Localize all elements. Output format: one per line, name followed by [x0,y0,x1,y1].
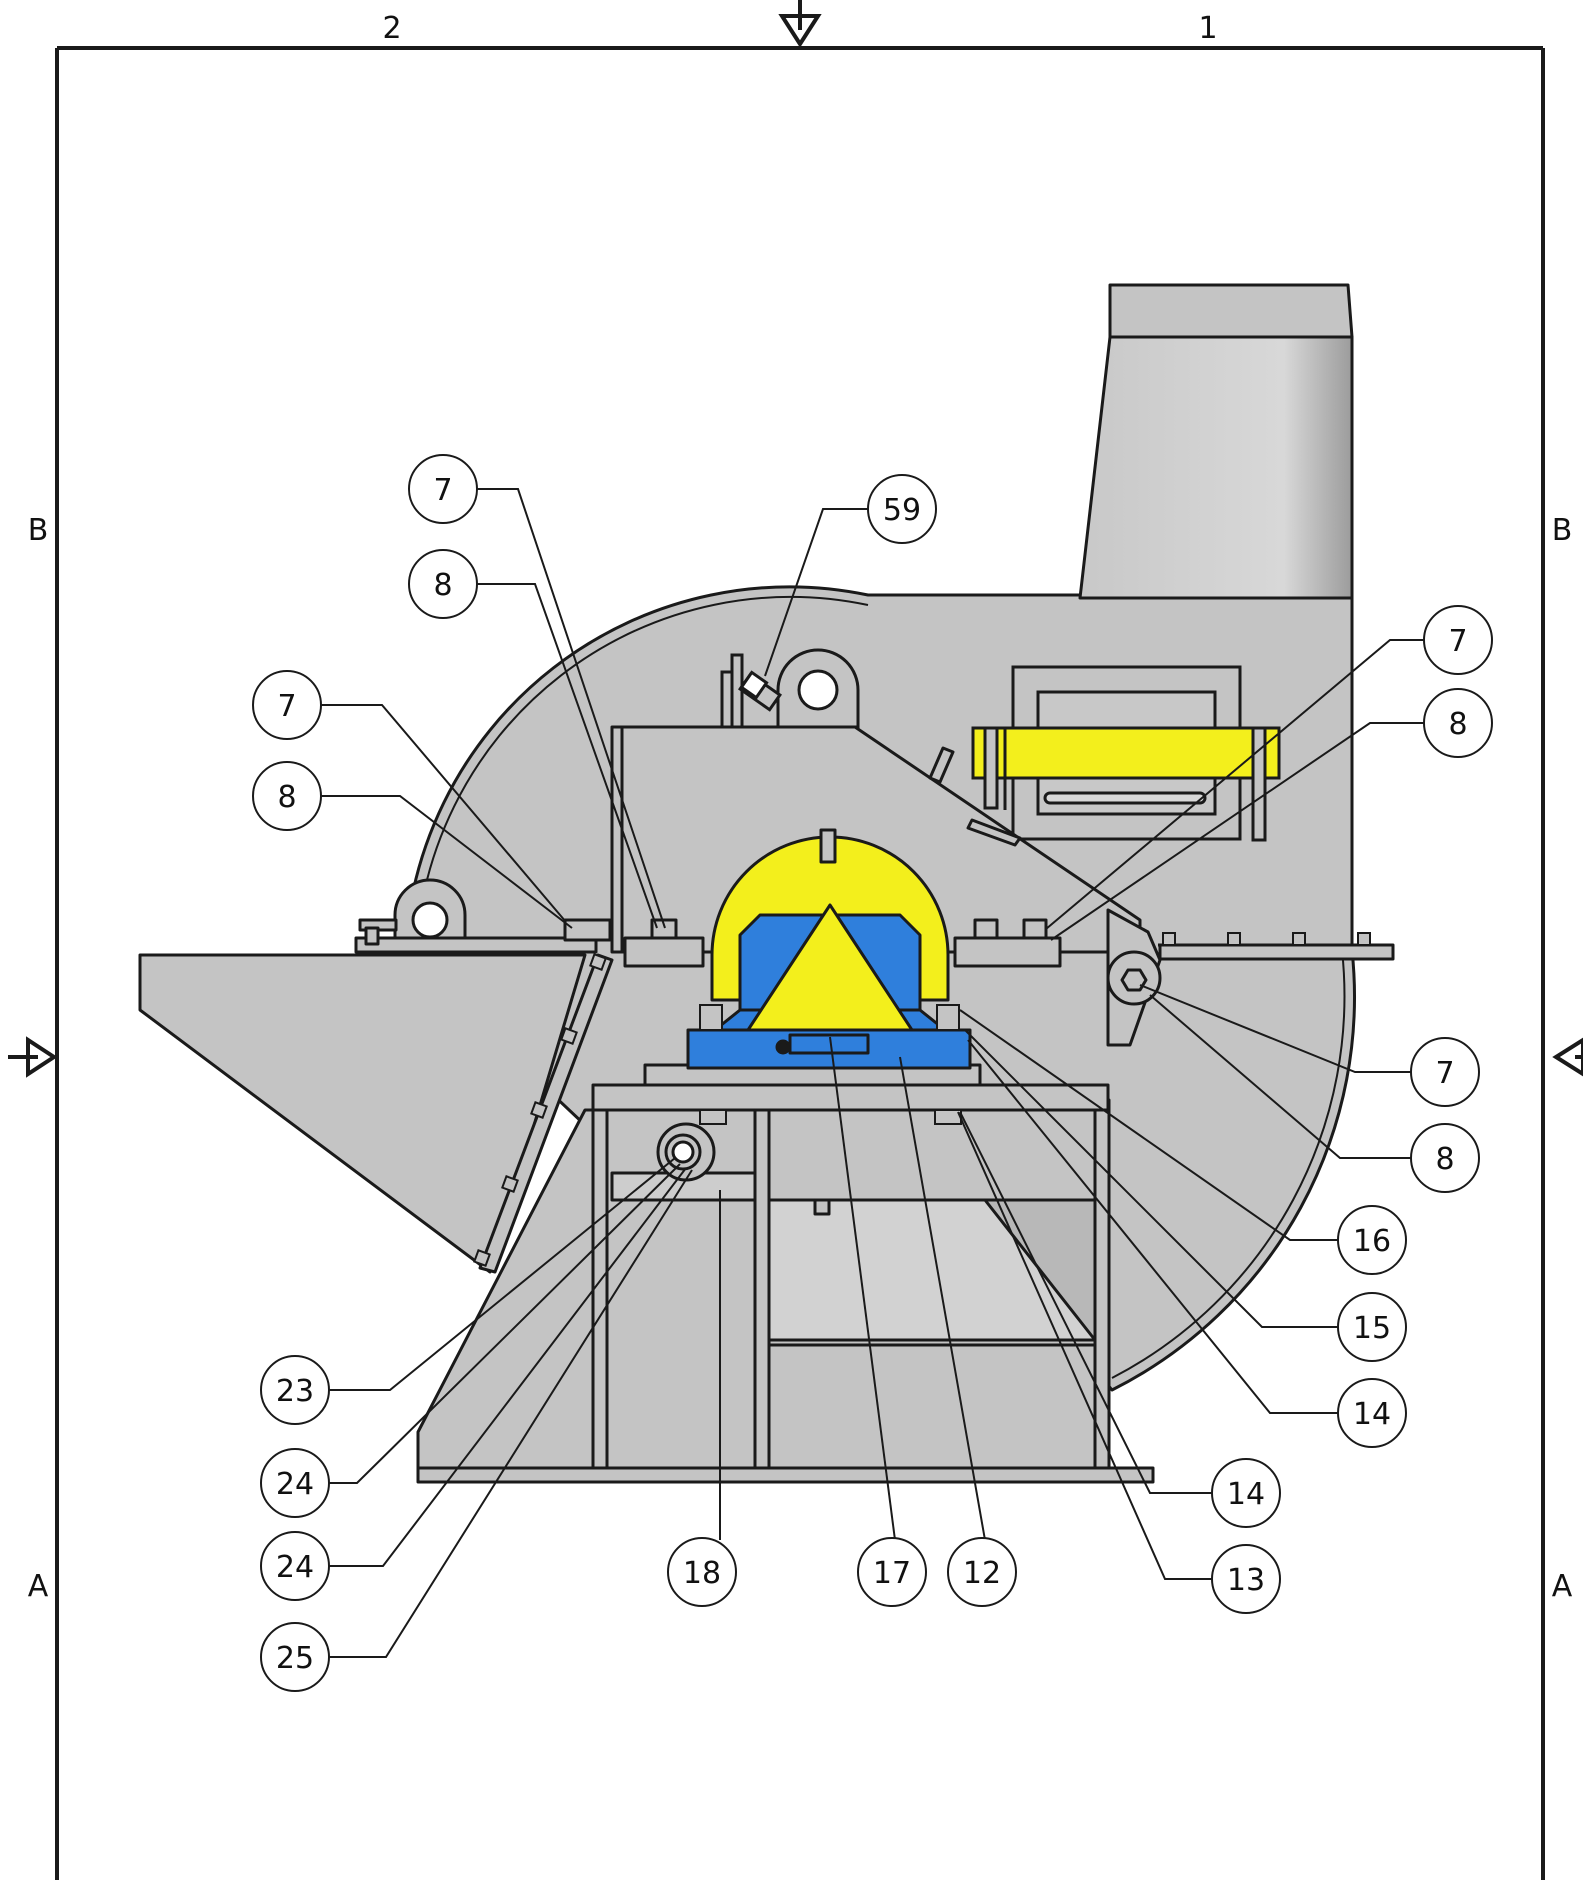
balloon-circle [1211,1544,1281,1614]
balloon-circle [667,1537,737,1607]
balloon-circle [408,454,478,524]
balloon-8: 8 [408,549,478,619]
balloon-circle [252,670,322,740]
callout-balloons: 7 8 59 7 8 7 8 7 8 16 15 14 14 13 23 24 24 25 18 17 12 [252,454,1493,1692]
leader-lines [321,488,1426,1658]
balloon-24: 24 [260,1531,330,1601]
shaft-cover [746,903,914,1032]
balloon-circle [1423,605,1493,675]
zone-label-top-1: 1 [1198,11,1217,46]
chimney [1078,335,1354,600]
hatch-clamp-bar [971,726,1281,780]
balloon-label: 8 [1448,707,1467,742]
balloon-circle [252,761,322,831]
balloon-13: 13 [1211,1544,1281,1614]
balloon-label: 8 [277,780,296,815]
zone-label-left-b: B [28,513,49,548]
balloon-label: 23 [276,1374,314,1409]
balloon-16: 16 [1337,1205,1407,1275]
balloon-7: 7 [408,454,478,524]
balloon-circle [260,1448,330,1518]
balloon-label: 24 [276,1467,314,1502]
balloon-14: 14 [1211,1458,1281,1528]
balloon-7: 7 [252,670,322,740]
balloon-circle [1410,1037,1480,1107]
balloon-label: 18 [683,1556,721,1591]
balloon-label: 16 [1353,1224,1391,1259]
housing-bolts [699,1004,962,1125]
zone-label-left-a: A [28,1569,49,1604]
inspection-hatch [971,665,1281,842]
bearing-assembly [686,828,972,1070]
balloon-14: 14 [1337,1378,1407,1448]
balloon-label: 7 [433,473,452,508]
balloon-circle [1423,688,1493,758]
balloon-label: 14 [1353,1397,1391,1432]
base-frame [416,1063,1155,1484]
lifting-eye [720,648,860,729]
balloon-label: 59 [883,493,921,528]
balloon-circle [1337,1378,1407,1448]
balloon-circle [1211,1458,1281,1528]
balloon-label: 24 [276,1550,314,1585]
sheet-border [55,46,1545,1880]
balloon-15: 15 [1337,1292,1407,1362]
grease-fitting [739,670,769,700]
balloon-8: 8 [252,761,322,831]
balloon-8: 8 [1423,688,1493,758]
balloon-59: 59 [867,474,937,544]
balloon-18: 18 [667,1537,737,1607]
zone-label-right-b: B [1552,513,1573,548]
shaft-pulley [656,1122,716,1182]
zone-label-right-a: A [1552,1569,1573,1604]
balloon-7: 7 [1410,1037,1480,1107]
balloon-circle [260,1622,330,1692]
balloon-24: 24 [260,1448,330,1518]
balloon-23: 23 [260,1355,330,1425]
chimney-top [1108,283,1354,339]
balloon-label: 7 [277,689,296,724]
balloon-circle [260,1531,330,1601]
balloon-circle [867,474,937,544]
balloon-circle [1337,1205,1407,1275]
balloon-circle [857,1537,927,1607]
balloon-label: 13 [1227,1563,1265,1598]
balloon-circle [1410,1123,1480,1193]
balloon-7: 7 [1423,605,1493,675]
balloon-label: 7 [1435,1056,1454,1091]
balloon-circle [947,1537,1017,1607]
balloon-label: 8 [1435,1142,1454,1177]
flange-bolts [473,932,1371,1267]
zone-labels: 2 1 B A B A [28,11,1573,1604]
section-arrow-icon [8,0,1583,1078]
balloon-17: 17 [857,1537,927,1607]
balloon-circle [260,1355,330,1425]
inlet-hopper [138,878,1062,1274]
balloon-label: 15 [1353,1311,1391,1346]
balloon-label: 7 [1448,624,1467,659]
balloon-label: 14 [1227,1477,1265,1512]
balloon-12: 12 [947,1537,1017,1607]
balloon-8: 8 [1410,1123,1480,1193]
balloon-circle [408,549,478,619]
zone-label-top-2: 2 [382,11,401,46]
balloon-label: 17 [873,1556,911,1591]
balloon-circle [1337,1292,1407,1362]
balloon-label: 25 [276,1641,314,1676]
balloon-label: 8 [433,568,452,603]
balloon-25: 25 [260,1622,330,1692]
balloon-label: 12 [963,1556,1001,1591]
